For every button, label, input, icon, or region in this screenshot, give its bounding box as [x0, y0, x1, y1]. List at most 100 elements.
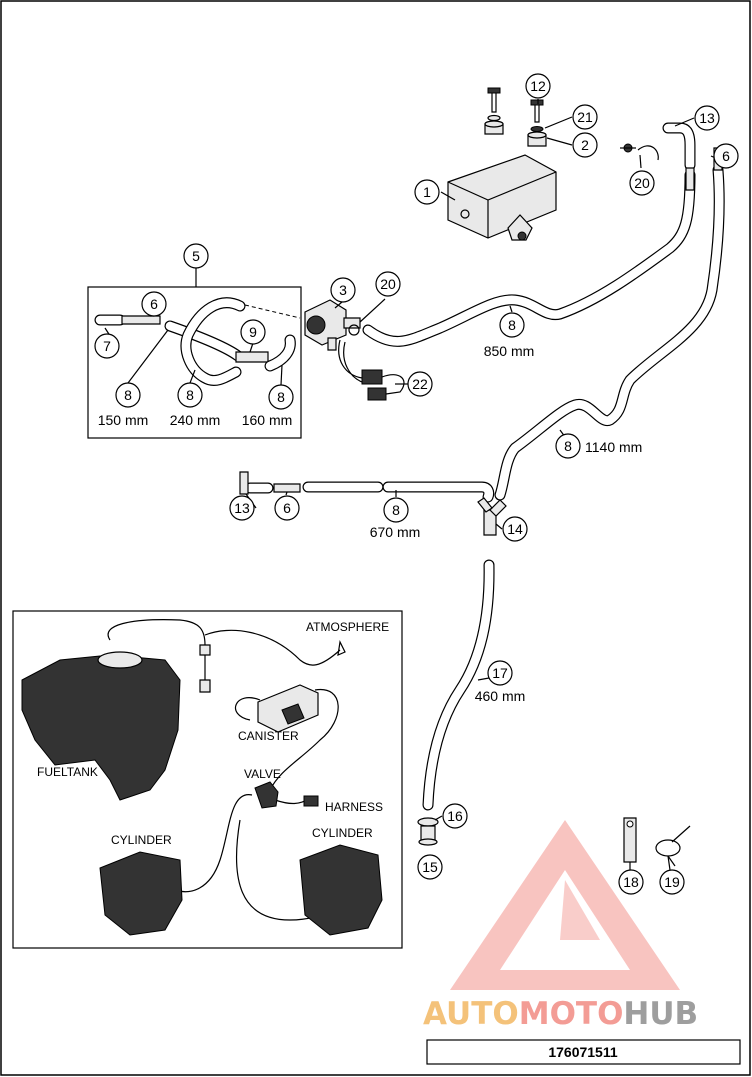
schematic-fueltank	[21, 651, 181, 801]
svg-text:1: 1	[423, 184, 431, 200]
callout-14: 14	[502, 516, 528, 542]
svg-text:6: 6	[722, 148, 730, 164]
callout-13-mid: 13	[229, 495, 255, 521]
callout-22: 22	[407, 371, 433, 397]
harness-part	[338, 339, 405, 401]
svg-text:19: 19	[664, 874, 680, 890]
strap-part	[623, 817, 637, 863]
length-label-460: 460 mm	[475, 688, 526, 704]
svg-text:20: 20	[380, 276, 396, 292]
label-atmosphere: ATMOSPHERE	[306, 620, 389, 634]
length-label-850: 850 mm	[484, 343, 535, 359]
detail-box-5	[87, 286, 302, 439]
svg-text:6: 6	[150, 296, 158, 312]
callout-6-mid: 6	[274, 495, 300, 521]
watermark-moto: MOTO	[519, 996, 624, 1032]
callout-8-1140: 8	[555, 433, 581, 459]
svg-text:8: 8	[124, 387, 132, 403]
callout-1: 1	[414, 179, 440, 205]
label-canister: CANISTER	[238, 729, 299, 743]
hose-460	[422, 559, 495, 811]
length-label-150: 150 mm	[98, 412, 149, 428]
callout-3: 3	[330, 277, 356, 303]
schematic-cylinder-left	[99, 851, 183, 936]
canister-part	[447, 154, 557, 241]
cable-tie-part	[655, 825, 691, 867]
label-fueltank: FUELTANK	[37, 765, 98, 779]
callout-17: 17	[487, 660, 513, 686]
svg-text:20: 20	[634, 175, 650, 191]
callout-7: 7	[94, 333, 120, 359]
svg-text:21: 21	[577, 109, 593, 125]
svg-text:5: 5	[192, 248, 200, 264]
svg-text:18: 18	[623, 874, 639, 890]
length-label-160: 160 mm	[242, 412, 293, 428]
schematic-valve	[254, 781, 319, 809]
watermark-text: AUTOMOTOHUB	[423, 996, 698, 1032]
label-cylinder-left: CYLINDER	[111, 833, 172, 847]
svg-text:3: 3	[339, 282, 347, 298]
mounting-bolts	[484, 87, 547, 147]
hose-850	[362, 169, 696, 347]
svg-text:8: 8	[564, 438, 572, 454]
schematic-canister	[257, 684, 319, 733]
svg-text:9: 9	[249, 324, 257, 340]
detail-hoses	[94, 297, 301, 386]
doc-number: 176071511	[548, 1044, 618, 1060]
length-label-1140: 1140 mm	[585, 439, 642, 455]
callout-21: 21	[572, 104, 598, 130]
svg-text:8: 8	[508, 317, 516, 333]
length-label-670: 670 mm	[370, 524, 421, 540]
svg-text:6: 6	[283, 500, 291, 516]
callout-20-top: 20	[629, 170, 655, 196]
svg-text:16: 16	[447, 808, 463, 824]
svg-text:13: 13	[234, 500, 250, 516]
hose-670	[239, 471, 495, 503]
callout-19: 19	[659, 869, 685, 895]
length-label-240: 240 mm	[170, 412, 221, 428]
label-valve: VALVE	[244, 767, 281, 781]
callout-8-850: 8	[499, 312, 525, 338]
schematic-fittings	[199, 644, 211, 693]
svg-text:7: 7	[103, 338, 111, 354]
top-right-fittings	[620, 122, 723, 191]
svg-text:8: 8	[277, 389, 285, 405]
doc-number-box	[426, 1039, 741, 1065]
svg-text:17: 17	[492, 665, 508, 681]
callout-8-160: 8	[268, 384, 294, 410]
watermark-auto: AUTO	[423, 996, 519, 1032]
svg-text:13: 13	[699, 110, 715, 126]
watermark-logo	[450, 820, 680, 990]
schematic-cylinder-right	[299, 844, 383, 936]
label-harness: HARNESS	[325, 800, 383, 814]
callout-6-top: 6	[713, 143, 739, 169]
callout-18: 18	[618, 869, 644, 895]
callout-9: 9	[240, 319, 266, 345]
schematic-box	[12, 610, 403, 949]
svg-text:14: 14	[507, 521, 523, 537]
callout-16: 16	[442, 803, 468, 829]
svg-text:22: 22	[412, 376, 428, 392]
svg-text:15: 15	[422, 859, 438, 875]
callout-20-mid: 20	[375, 271, 401, 297]
purge-valve-part	[304, 299, 361, 351]
callout-8-670: 8	[383, 497, 409, 523]
callout-2: 2	[572, 132, 598, 158]
svg-text:8: 8	[186, 387, 194, 403]
y-connector-part	[477, 497, 507, 536]
callout-12: 12	[525, 73, 551, 99]
svg-text:2: 2	[581, 137, 589, 153]
callout-6-box: 6	[141, 291, 167, 317]
label-cylinder-right: CYLINDER	[312, 826, 373, 840]
callout-13-top: 13	[694, 105, 720, 131]
callout-5: 5	[183, 243, 209, 269]
callout-8-240: 8	[177, 382, 203, 408]
hose-1140	[494, 164, 725, 501]
watermark-hub: HUB	[623, 996, 698, 1032]
callout-8-150: 8	[115, 382, 141, 408]
svg-text:12: 12	[530, 78, 546, 94]
svg-text:8: 8	[392, 502, 400, 518]
